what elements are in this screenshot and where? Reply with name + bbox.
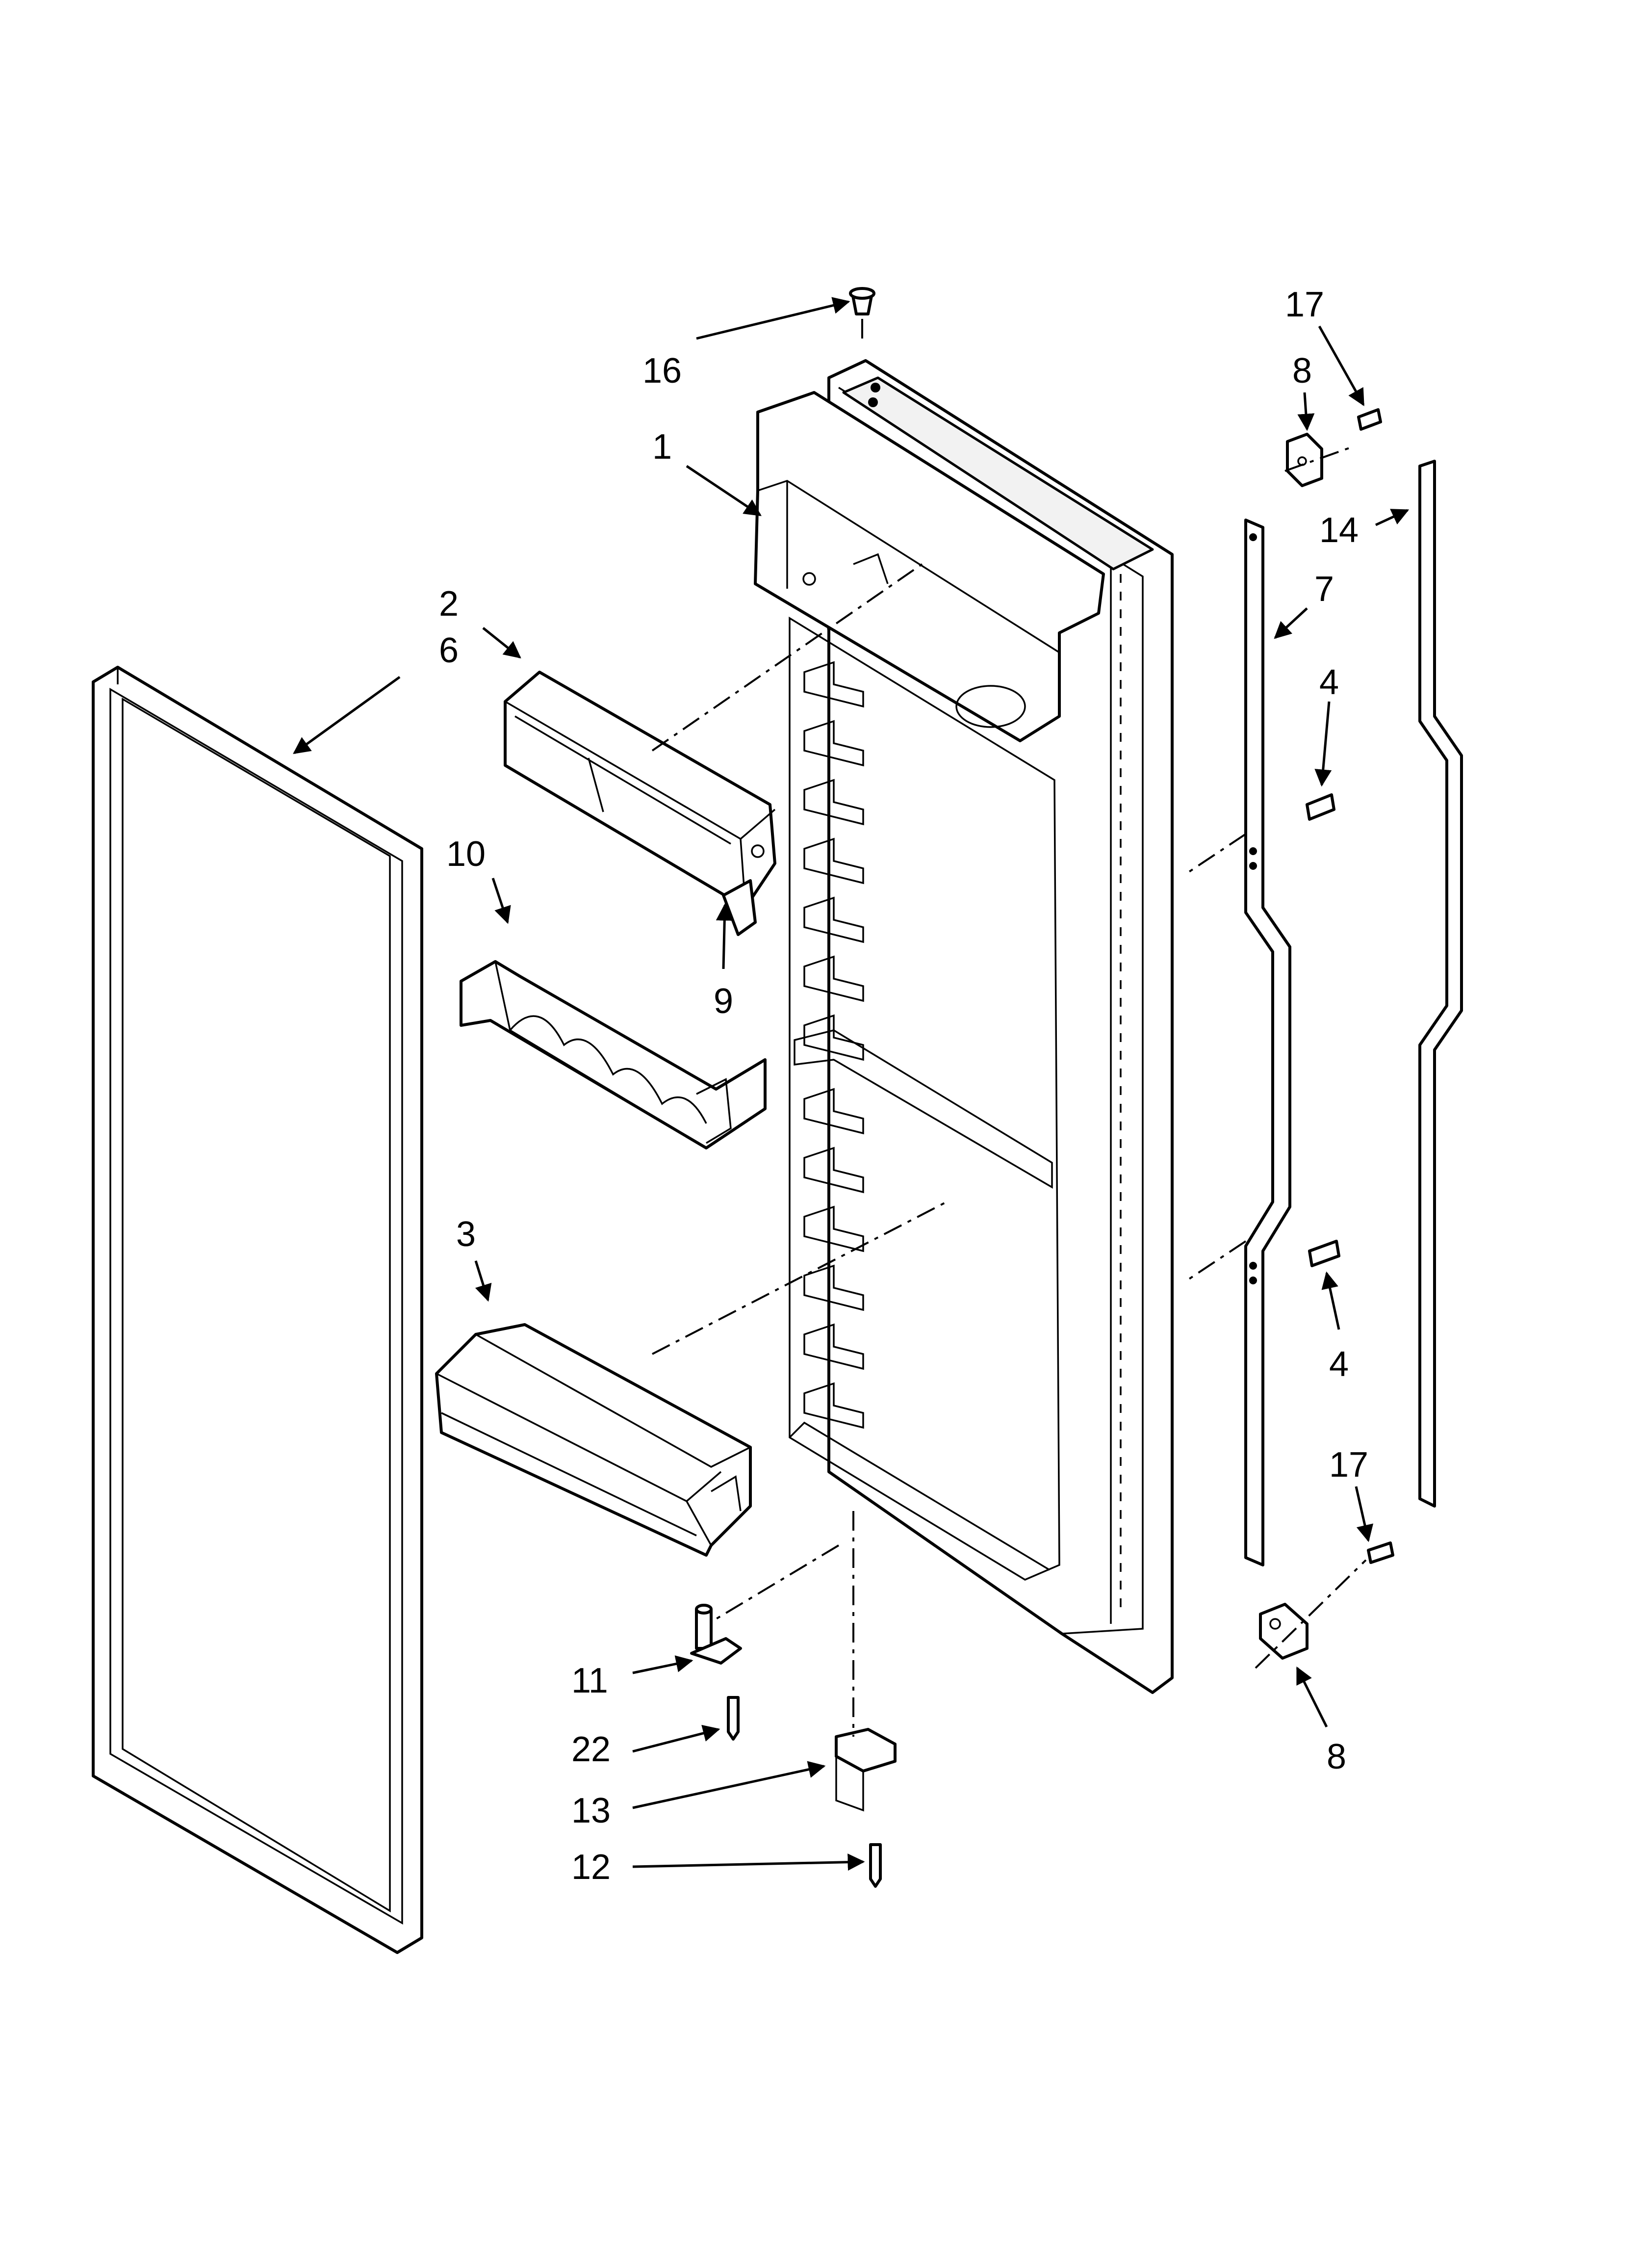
upper-hinge-block xyxy=(1286,433,1323,487)
callout-2: 2 xyxy=(439,584,459,624)
callout-9: 9 xyxy=(714,982,733,1021)
callout-16: 16 xyxy=(642,351,682,391)
callout-10: 10 xyxy=(446,834,486,874)
hinge-screw-12 xyxy=(869,1843,882,1888)
door-liner xyxy=(754,359,1174,1694)
screw-17-upper xyxy=(1357,408,1382,431)
handle-bracket xyxy=(1244,519,1291,1566)
callout-1: 1 xyxy=(652,427,672,467)
hinge-screw-22 xyxy=(727,1696,740,1741)
callout-12: 12 xyxy=(571,1848,611,1887)
callout-7: 7 xyxy=(1314,570,1334,609)
callout-3: 3 xyxy=(456,1215,476,1254)
egg-tray xyxy=(460,960,767,1149)
dispenser-lever xyxy=(722,879,757,936)
callout-17-upper: 17 xyxy=(1285,285,1324,324)
callout-22: 22 xyxy=(571,1730,611,1769)
screw-4-upper xyxy=(1306,793,1335,821)
callout-4-lower: 4 xyxy=(1329,1345,1349,1384)
hinge-pin-bushing xyxy=(690,1604,742,1665)
screw-4-lower xyxy=(1308,1240,1340,1267)
lower-hinge-block xyxy=(1259,1603,1308,1660)
screw-17-lower xyxy=(1367,1541,1394,1564)
callout-14: 14 xyxy=(1319,511,1359,550)
callout-8-upper: 8 xyxy=(1292,351,1312,391)
callout-11: 11 xyxy=(571,1661,608,1700)
dispenser-cover xyxy=(504,671,776,909)
lower-hinge-plate xyxy=(835,1728,897,1812)
assembly-lines xyxy=(651,319,1367,1737)
door-gasket xyxy=(92,666,423,1954)
callout-17-lower: 17 xyxy=(1329,1445,1368,1485)
callout-6: 6 xyxy=(439,631,459,670)
callout-4-upper: 4 xyxy=(1319,663,1339,702)
callout-13: 13 xyxy=(571,1791,611,1830)
door-bin xyxy=(435,1323,752,1557)
leader-lines xyxy=(293,297,1410,1871)
callout-8-lower: 8 xyxy=(1327,1737,1346,1776)
door-trim xyxy=(1418,460,1463,1508)
door-plug xyxy=(849,287,875,315)
